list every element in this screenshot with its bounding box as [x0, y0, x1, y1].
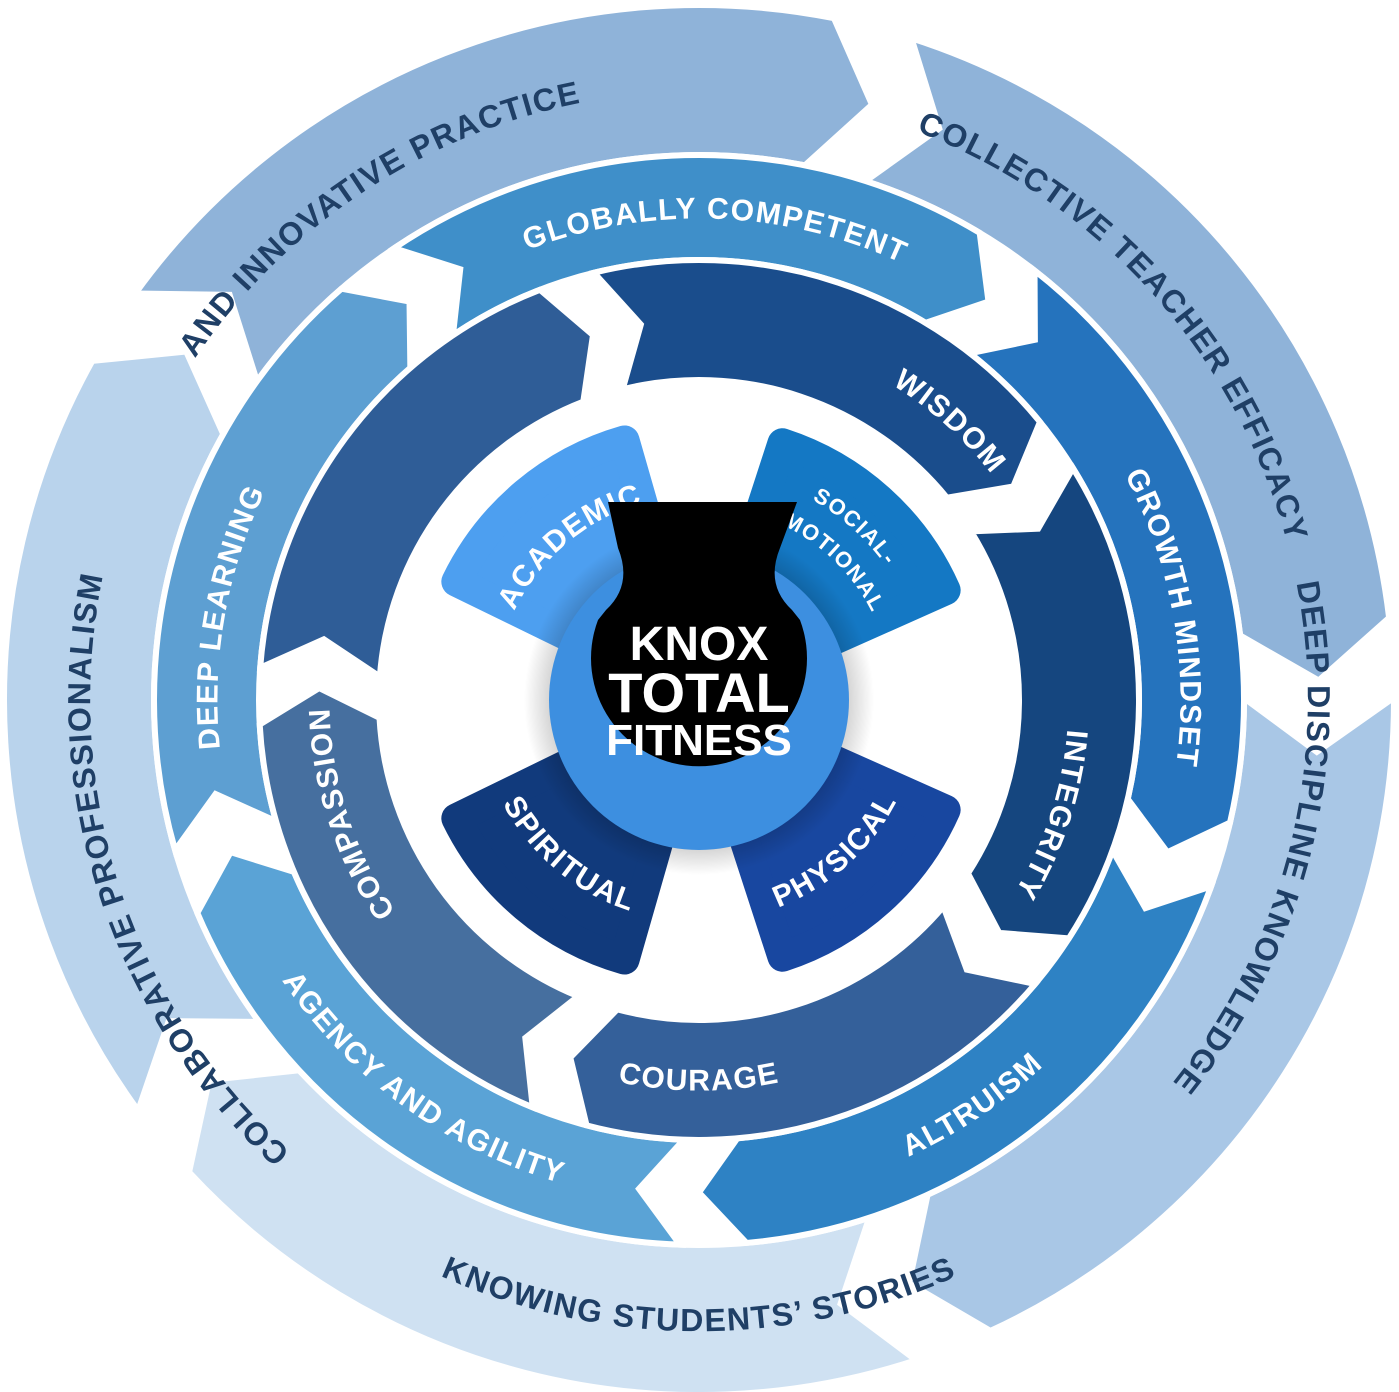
- center-hub: KNOX TOTAL FITNESS: [524, 502, 874, 875]
- inner-segment: [588, 257, 1044, 502]
- title-line-total: TOTAL: [608, 661, 789, 724]
- inner-segment: [566, 900, 1041, 1143]
- kettlebell-icon: [591, 502, 808, 767]
- middle-segment: [151, 285, 414, 858]
- middle-segment: [695, 843, 1217, 1247]
- middle-segment: [387, 152, 992, 342]
- inner-segment: [256, 684, 584, 1113]
- inner-segment: [964, 462, 1142, 942]
- title-line-fitness: FITNESS: [606, 716, 792, 765]
- middle-segment: [193, 848, 691, 1248]
- inner-segment: [256, 286, 597, 682]
- title-line-knox: KNOX: [630, 618, 769, 671]
- inner-ring: FAITHWISDOMINTEGRITYCOURAGECOMPASSION: [256, 257, 1142, 1143]
